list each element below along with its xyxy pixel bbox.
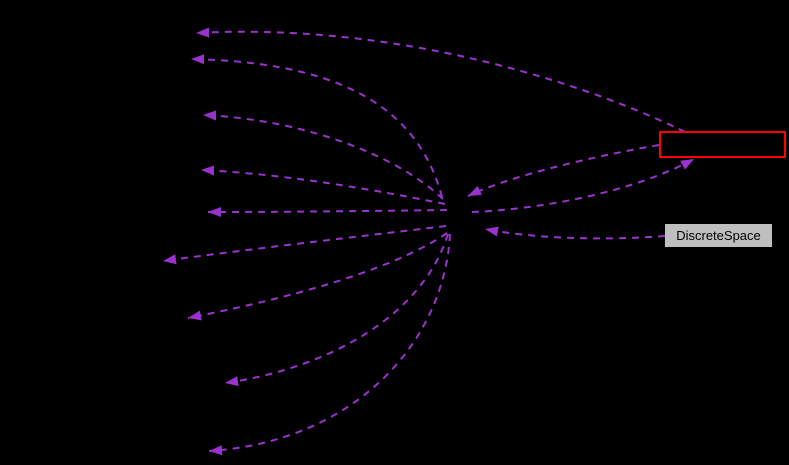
dependency-edge: [207, 209, 448, 213]
dependency-edge: [195, 30, 686, 133]
edge-group: [207, 207, 448, 217]
node-highlighted[interactable]: [659, 131, 786, 158]
dependency-edge: [187, 232, 448, 319]
edge-arrowhead-icon: [468, 185, 482, 196]
dependency-edge: [162, 225, 447, 262]
edge-group: [471, 158, 695, 213]
dependency-edge: [467, 144, 660, 197]
dependency-edge: [471, 158, 695, 213]
edge-arrowhead-icon: [209, 445, 223, 456]
edge-group: [467, 144, 660, 197]
node-discrete-space-label: DiscreteSpace: [676, 228, 761, 243]
edge-group: [224, 233, 449, 387]
edge-arrowhead-icon: [203, 110, 216, 121]
edge-group: [190, 54, 443, 198]
edge-arrowhead-icon: [225, 376, 239, 387]
edge-arrowhead-icon: [201, 165, 214, 176]
dependency-edge: [190, 58, 443, 198]
edge-arrowhead-icon: [163, 254, 177, 265]
edge-group: [195, 27, 686, 133]
edge-arrowhead-icon: [191, 54, 204, 65]
dependency-edge: [208, 233, 451, 452]
dependency-edge: [202, 114, 444, 200]
dependency-edge: [200, 169, 446, 205]
edge-arrowhead-icon: [188, 310, 202, 321]
edge-group: [200, 165, 446, 205]
dependency-edge: [224, 233, 449, 384]
edge-group: [187, 232, 448, 321]
edge-group: [208, 233, 451, 456]
edge-group: [484, 226, 666, 240]
edge-arrowhead-icon: [196, 27, 209, 38]
edge-arrowhead-icon: [208, 207, 221, 217]
edge-arrowhead-icon: [485, 226, 499, 237]
edge-group: [202, 110, 444, 200]
edge-group: [162, 225, 447, 265]
dependency-edge: [484, 228, 666, 240]
node-discrete-space[interactable]: DiscreteSpace: [665, 224, 772, 247]
edge-arrowhead-icon: [680, 159, 694, 170]
